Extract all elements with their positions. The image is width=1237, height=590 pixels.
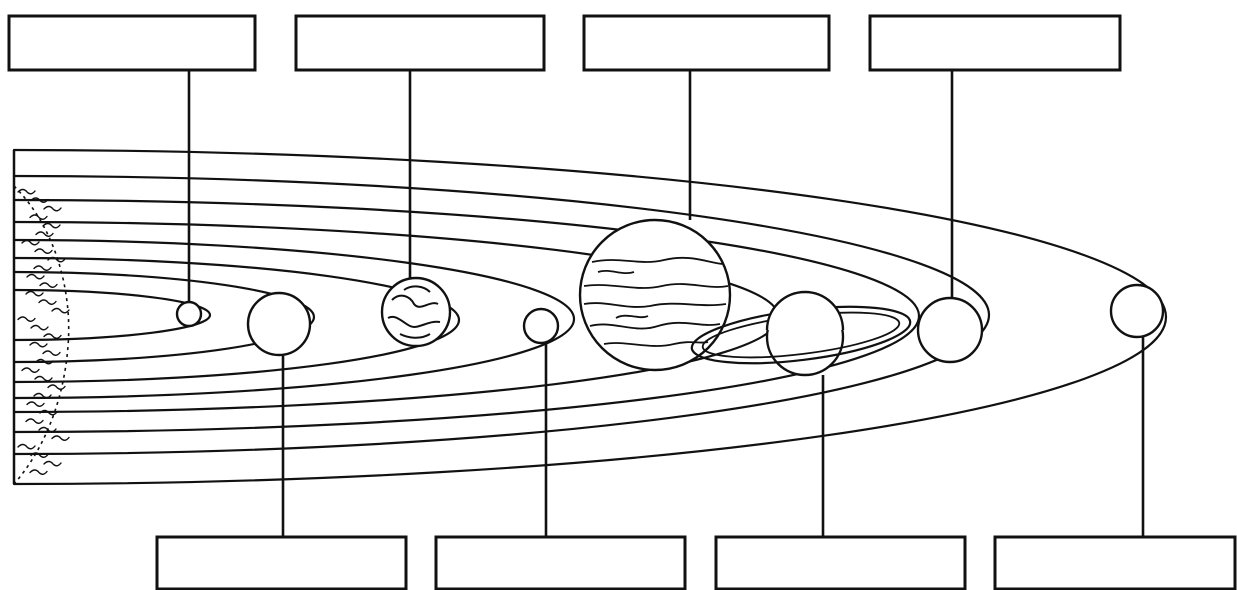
planet-icon [248,293,310,355]
label-box-bottom-3[interactable] [716,537,965,589]
label-box-bottom-1[interactable] [157,537,406,589]
label-box-top-1[interactable] [9,16,255,70]
label-box-top-2[interactable] [296,16,544,70]
small-planet-icon [177,302,201,326]
label-box-bottom-2[interactable] [436,537,685,589]
banded-giant-icon [580,220,730,370]
label-box-top-4[interactable] [870,16,1120,70]
planet-icon [1111,285,1163,337]
label-box-top-3[interactable] [584,16,829,70]
small-planet-icon [524,309,558,343]
planet-icon [918,298,982,362]
label-box-bottom-4[interactable] [995,537,1235,589]
earth-icon [382,278,450,346]
